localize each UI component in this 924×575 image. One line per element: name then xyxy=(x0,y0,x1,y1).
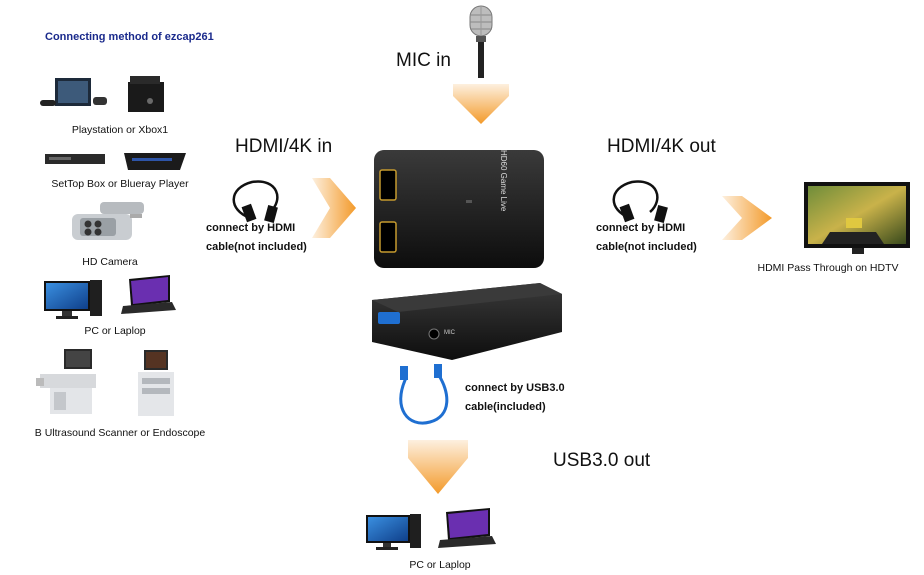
device-brand-label: HD60 Game Live xyxy=(499,150,508,212)
output-pc-laptop-icon xyxy=(366,508,496,550)
usb-cable-icon xyxy=(399,364,449,425)
hdmi-out-arrow-icon xyxy=(722,196,772,240)
usb-out-title: USB3.0 out xyxy=(553,450,651,471)
capture-device-bottom xyxy=(372,283,562,360)
source-label-console: Playstation or Xbox1 xyxy=(71,124,169,136)
mic-arrow-icon xyxy=(453,84,509,124)
capture-device-top xyxy=(374,150,544,268)
source-label-ultrasound: B Ultrasound Scanner or Endoscope xyxy=(34,427,206,439)
pc-laptop-icon xyxy=(44,275,176,319)
source-label-settop: SetTop Box or Blueray Player xyxy=(51,178,189,190)
output-pc-label: PC or Laplop xyxy=(409,559,471,571)
source-label-camera: HD Camera xyxy=(82,256,138,268)
hdmi-out-title: HDMI/4K out xyxy=(607,136,716,157)
microphone-icon xyxy=(469,5,493,78)
hdtv-label: HDMI Pass Through on HDTV xyxy=(757,262,899,274)
settop-box-icon xyxy=(45,153,186,170)
mic-in-label: MIC in xyxy=(396,50,451,71)
hdmi-in-note-line1: connect by HDMI xyxy=(206,222,296,234)
hdmi-in-title: HDMI/4K in xyxy=(235,136,333,157)
hdmi-cable-in-icon xyxy=(232,180,279,224)
usb-note-line2: cable(included) xyxy=(465,401,546,413)
hdmi-in-arrow-icon xyxy=(312,178,356,238)
hdmi-in-note-line2: cable(not included) xyxy=(206,241,307,253)
mic-port-label: MIC xyxy=(444,330,455,336)
hdtv-icon xyxy=(804,182,910,254)
ultrasound-icon xyxy=(36,349,174,416)
usb-note-line1: connect by USB3.0 xyxy=(465,382,565,394)
source-label-pc: PC or Laplop xyxy=(84,325,146,337)
camera-icon xyxy=(72,202,144,240)
game-console-icon xyxy=(40,76,164,112)
usb-arrow-icon xyxy=(408,440,468,494)
page-title: Connecting method of ezcap261 xyxy=(45,31,214,43)
hdmi-cable-out-icon xyxy=(612,180,668,224)
hdmi-out-note-line2: cable(not included) xyxy=(596,241,697,253)
hdmi-out-note-line1: connect by HDMI xyxy=(596,222,686,234)
